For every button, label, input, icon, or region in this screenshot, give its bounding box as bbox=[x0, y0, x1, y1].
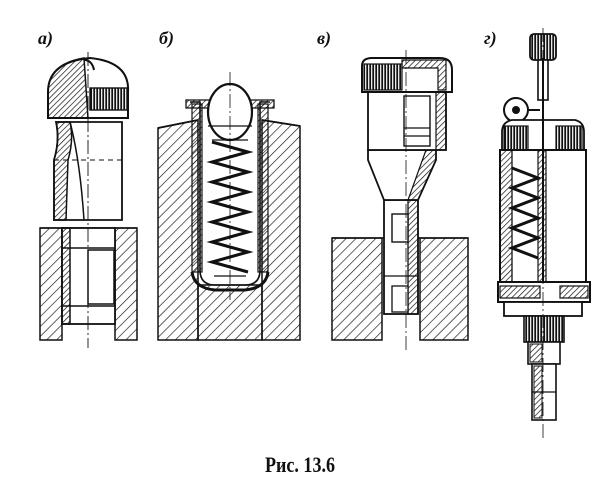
drawing-panel-g bbox=[497, 28, 591, 440]
panel-label-a: а) bbox=[38, 28, 53, 48]
drawing-panel-v bbox=[331, 50, 469, 350]
panel-label-v: в) bbox=[317, 28, 332, 48]
figure-caption: Рис. 13.6 bbox=[264, 452, 336, 477]
panel-label-b: б) bbox=[159, 28, 174, 48]
panel-label-g: г) bbox=[484, 28, 497, 48]
drawing-panel-b bbox=[157, 72, 301, 341]
drawing-panel-a bbox=[39, 52, 138, 348]
